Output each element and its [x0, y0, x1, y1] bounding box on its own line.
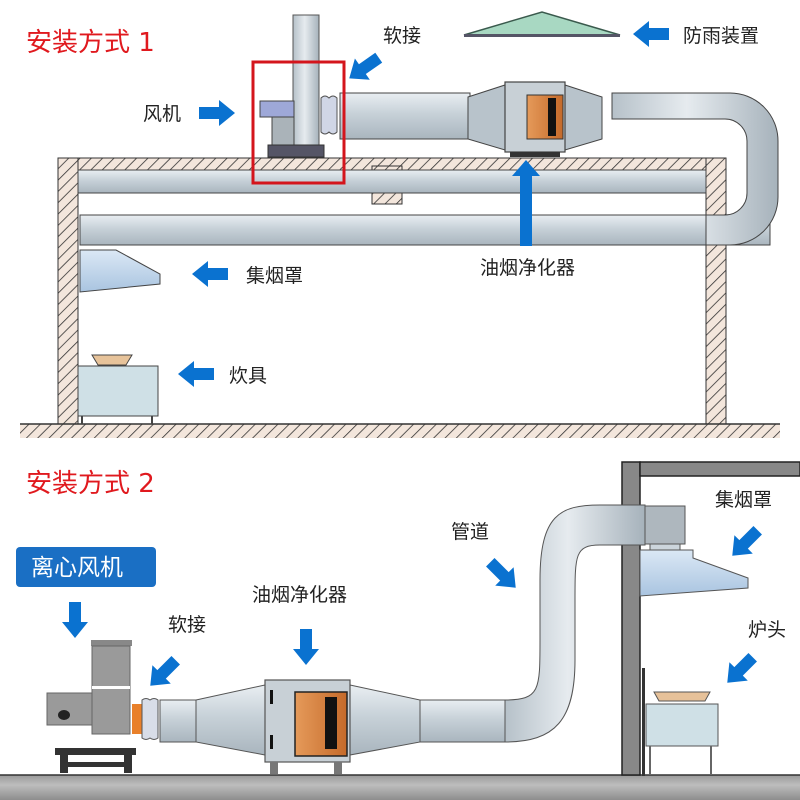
cooker-arrow-icon — [178, 361, 214, 387]
centrifugal-fan-arrow-icon — [62, 602, 88, 638]
purifier-label: 油烟净化器 — [480, 257, 575, 279]
section-1-title: 安装方式 1 — [26, 28, 155, 58]
centrifugal-fan-badge: 离心风机 — [16, 547, 156, 587]
section-2-title: 安装方式 2 — [26, 469, 155, 499]
purifier-arrow-icon — [512, 160, 540, 246]
cooker-label: 炊具 — [229, 365, 267, 387]
burner-2 — [642, 668, 719, 776]
burner-label: 炉头 — [748, 619, 786, 641]
purifier-2 — [264, 679, 351, 774]
soft-joint-arrow-icon — [341, 47, 387, 89]
fan-label: 风机 — [143, 103, 181, 125]
duct-arrow-icon — [481, 553, 525, 597]
rain-cap — [463, 11, 621, 37]
soft-joint-arrow-icon-2 — [141, 651, 185, 695]
hood-arrow-icon-2 — [723, 521, 767, 565]
duct-system-1 — [77, 92, 779, 246]
duct-label: 管道 — [451, 521, 489, 543]
fan-highlight-box — [251, 60, 346, 185]
burner-arrow-icon — [718, 648, 762, 692]
fan-arrow-icon — [199, 100, 235, 126]
centrifugal-fan-label: 离心风机 — [31, 555, 123, 581]
purifier-arrow-icon-2 — [293, 629, 319, 665]
soft-joint-label-2: 软接 — [168, 614, 206, 636]
centrifugal-fan-2 — [46, 640, 159, 773]
purifier-1 — [467, 81, 603, 157]
section-1: 安装方式 1 — [20, 11, 780, 438]
hood-arrow-icon — [192, 261, 228, 287]
soft-joint-label: 软接 — [383, 25, 421, 47]
hood-1 — [79, 249, 161, 293]
hood-2 — [639, 543, 749, 597]
purifier-label-2: 油烟净化器 — [252, 584, 347, 606]
rain-cap-arrow-icon — [633, 21, 669, 47]
rain-cap-label: 防雨装置 — [683, 25, 759, 47]
section-2: 安装方式 2 离心风机 — [0, 461, 800, 800]
cooker-1 — [77, 354, 159, 424]
duct-system-2 — [159, 504, 686, 756]
hood-label-2: 集烟罩 — [715, 489, 772, 511]
hood-label: 集烟罩 — [246, 265, 303, 287]
floor-2 — [0, 775, 800, 800]
fan-1 — [251, 14, 346, 185]
